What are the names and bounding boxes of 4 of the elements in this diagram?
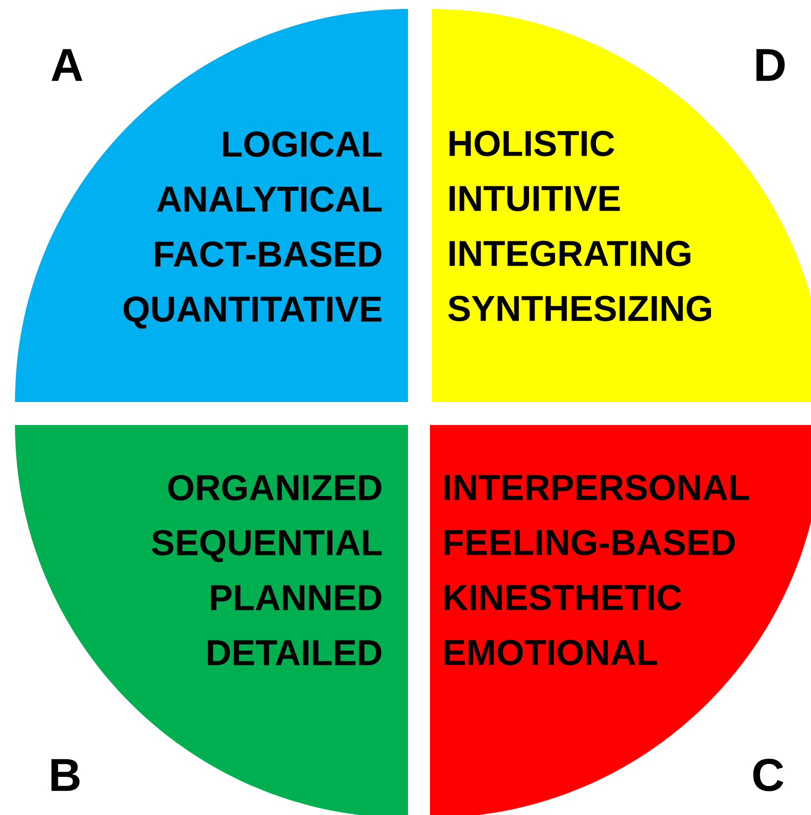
quadrant: ORGANIZED SEQUENTIAL PLANNED DETAILED B (15, 425, 408, 815)
quadrant: INTERPERSONAL FEELING-BASED KINESTHETIC EMOTIONAL C (430, 425, 811, 815)
quadrant: HOLISTIC INTUITIVE INTEGRATING SYNTHESIZING D (432, 9, 811, 402)
quadrant: LOGICAL ANALYTICAL FACT-BASED QUANTITATIVE A (15, 9, 408, 402)
